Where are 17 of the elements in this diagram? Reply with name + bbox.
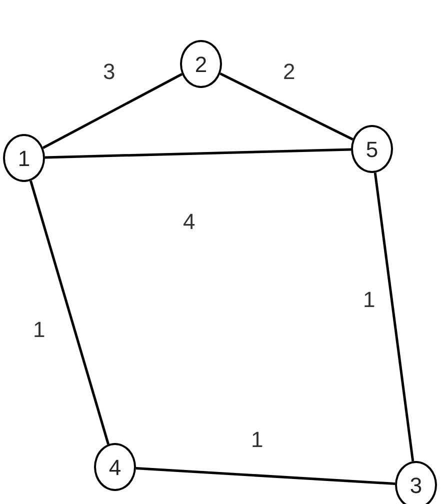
edge-label: 4 [183,211,196,233]
edge-label: 2 [283,61,296,83]
node-circle: 2 [180,40,222,88]
edge-line [136,467,396,485]
edge-line [220,72,354,141]
node-circle: 3 [395,461,437,504]
edge-line [44,148,352,159]
edge-label: 1 [251,429,264,451]
edge-line [30,180,110,445]
node-circle: 5 [351,125,393,173]
edge-label: 1 [33,319,46,341]
edge-line [374,172,414,462]
edge-line [42,73,183,149]
node-circle: 1 [3,134,45,182]
node-circle: 4 [94,443,136,491]
edge-label: 3 [103,61,116,83]
edge-label: 1 [363,289,376,311]
